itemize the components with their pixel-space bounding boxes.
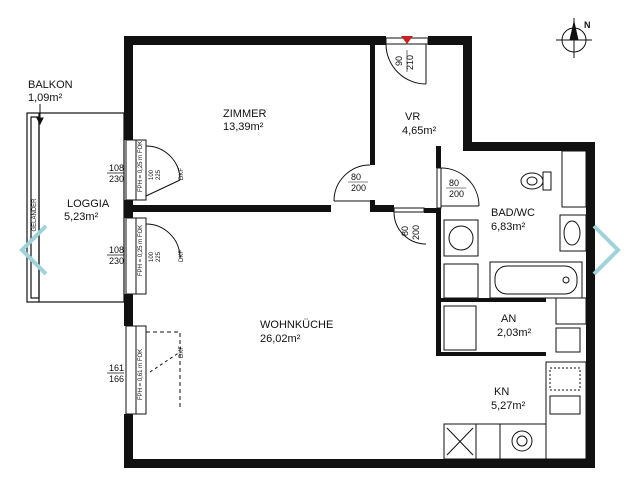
an-fixtures xyxy=(443,297,587,353)
room-labels: BALKON 1,09m² LOGGIA 5,23m² ZIMMER 13,39… xyxy=(28,79,535,412)
w1-top: 108 xyxy=(109,163,124,173)
w1-tag: DKF xyxy=(179,168,185,180)
w1-label: FPH = 0,25 m FOK xyxy=(138,141,144,192)
room-zimmer-area: 13,39m² xyxy=(223,121,264,133)
w2-label: FPH = 0,25 m FOK xyxy=(138,225,144,276)
exterior-walls xyxy=(124,36,595,468)
room-wohn-area: 26,02m² xyxy=(260,333,301,345)
bad-door-h: 200 xyxy=(449,189,464,199)
w3-tag: DKF xyxy=(179,346,185,358)
balcony-railing xyxy=(26,112,125,303)
w3-label: FPH = 0,61 m FOK xyxy=(138,349,144,400)
w2-top: 108 xyxy=(109,245,124,255)
interior-walls xyxy=(133,45,546,356)
w1-a: 100 xyxy=(149,169,155,180)
chevron-left-icon xyxy=(19,224,48,276)
room-kn-area: 5,27m² xyxy=(491,400,526,412)
room-balkon-area: 1,09m² xyxy=(28,92,63,104)
balcony-arrow xyxy=(36,104,44,126)
room-zimmer-name: ZIMMER xyxy=(223,108,266,120)
room-an-area: 2,03m² xyxy=(497,327,532,339)
room-bad-area: 6,83m² xyxy=(491,221,526,233)
window-wohn-lower xyxy=(125,325,181,415)
room-wohn-name: WOHNKÜCHE xyxy=(260,319,333,331)
bathroom-fixtures xyxy=(443,150,587,299)
room-balkon-name: BALKON xyxy=(28,79,73,91)
room-kn-name: KN xyxy=(494,386,509,398)
entry-arrow xyxy=(401,36,413,44)
railing-label: GELÄNDER xyxy=(31,198,38,232)
room-loggia-area: 5,23m² xyxy=(64,211,99,223)
window-dims: 108 230 108 230 161 166 100 225 FPH = 0,… xyxy=(107,141,185,400)
w3-bottom: 166 xyxy=(109,374,124,384)
compass-letter: N xyxy=(584,20,591,30)
zimmer-door-w: 80 xyxy=(351,172,361,182)
w1-b: 225 xyxy=(156,169,162,180)
room-loggia-name: LOGGIA xyxy=(67,198,110,210)
wohn-door-w: 80 xyxy=(400,226,410,236)
room-vr-area: 4,65m² xyxy=(402,125,437,137)
w2-b: 225 xyxy=(156,251,162,262)
bad-door xyxy=(436,167,480,209)
previous-arrow-button[interactable] xyxy=(16,222,50,278)
window-zimmer xyxy=(125,139,181,201)
next-arrow-button[interactable] xyxy=(590,222,624,278)
room-bad-name: BAD/WC xyxy=(491,207,535,219)
wohn-door-h: 200 xyxy=(411,225,421,240)
w2-tag: DKF xyxy=(179,250,185,262)
bad-door-w: 80 xyxy=(449,178,459,188)
room-vr-name: VR xyxy=(405,111,420,123)
zimmer-door xyxy=(333,164,371,202)
compass-icon xyxy=(556,18,592,58)
room-an-name: AN xyxy=(501,313,516,325)
chevron-right-icon xyxy=(592,224,621,276)
entry-door-w: 90 xyxy=(394,56,404,66)
w2-bottom: 230 xyxy=(109,256,124,266)
wohn-door xyxy=(393,207,427,245)
zimmer-door-h: 200 xyxy=(351,183,366,193)
w3-top: 161 xyxy=(109,363,124,373)
window-wohn xyxy=(125,217,181,295)
w1-bottom: 230 xyxy=(109,174,124,184)
kitchen-fixtures xyxy=(443,361,587,460)
entry-door-h: 210 xyxy=(405,55,415,70)
w2-a: 100 xyxy=(149,251,155,262)
